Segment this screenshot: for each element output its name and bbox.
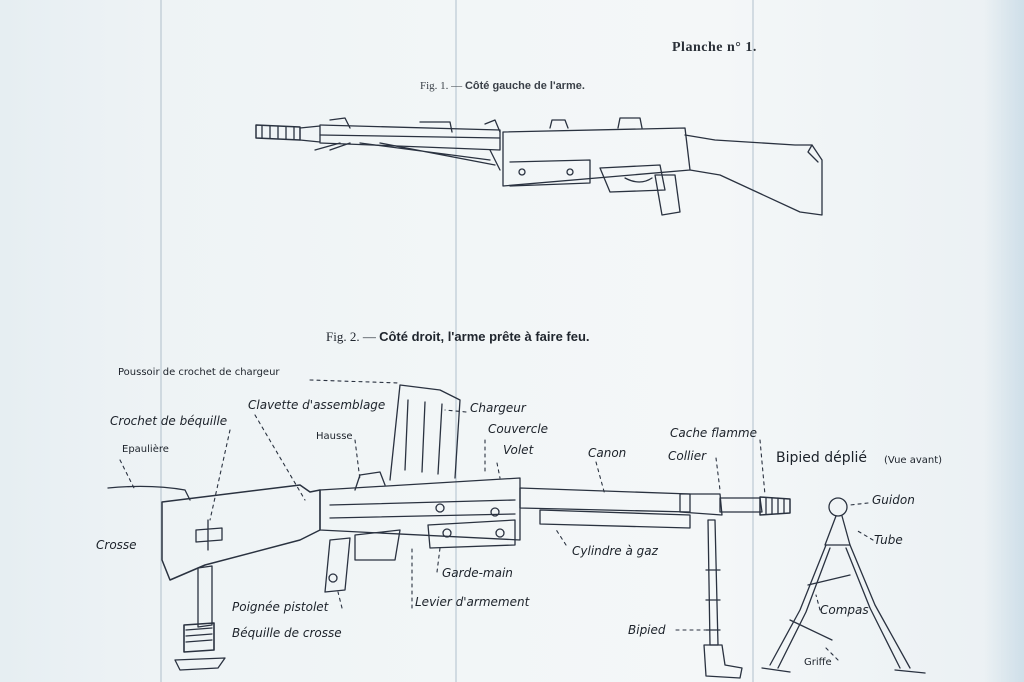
label-couvercle: Couvercle xyxy=(488,422,549,436)
label-cylindre: Cylindre à gaz xyxy=(572,544,658,558)
label-poignee: Poignée pistolet xyxy=(232,600,329,614)
label-canon: Canon xyxy=(588,446,627,460)
bipod-front-view-drawing xyxy=(761,497,926,674)
leader-lines xyxy=(119,379,874,661)
label-clavette: Clavette d'assemblage xyxy=(248,398,386,412)
figure-1-caption: Fig. 1. — Côté gauche de l'arme. xyxy=(420,80,585,92)
label-garde-main: Garde-main xyxy=(442,566,513,580)
label-bipied: Bipied xyxy=(628,623,666,637)
label-levier: Levier d'armement xyxy=(415,595,530,609)
label-crosse: Crosse xyxy=(96,538,137,552)
figure-2-number: Fig. 2. — xyxy=(326,329,376,344)
label-crochet: Crochet de béquille xyxy=(110,414,228,428)
label-collier: Collier xyxy=(668,449,707,463)
label-cache-flamme: Cache flamme xyxy=(670,426,757,440)
label-tube: Tube xyxy=(874,533,903,547)
label-compas: Compas xyxy=(820,603,869,617)
label-epauliere: Epaulière xyxy=(122,444,169,455)
label-vue-avant: (Vue avant) xyxy=(884,455,943,466)
figure-1-title: Côté gauche de l'arme. xyxy=(464,80,585,92)
paper-fold xyxy=(455,0,457,682)
label-bipied-deplie: Bipied déplié xyxy=(776,450,867,466)
figure-2-title: Côté droit, l'arme prête à faire feu. xyxy=(379,329,590,344)
figure-1-number: Fig. 1. — xyxy=(420,80,463,92)
plate-title: Planche n° 1. xyxy=(672,40,757,55)
paper-edge-shadow xyxy=(984,0,1024,682)
label-poussoir: Poussoir de crochet de chargeur xyxy=(118,367,280,378)
label-bequille: Béquille de crosse xyxy=(232,626,342,640)
figure-1-weapon-drawing xyxy=(255,117,823,216)
label-griffe: Griffe xyxy=(804,657,832,668)
figure-2-caption: Fig. 2. — Côté droit, l'arme prête à fai… xyxy=(326,329,590,345)
label-chargeur: Chargeur xyxy=(470,401,526,415)
label-guidon: Guidon xyxy=(872,493,915,507)
figure-2-weapon-drawing xyxy=(107,384,791,679)
label-volet: Volet xyxy=(503,443,534,457)
paper-fold xyxy=(160,0,162,682)
paper-fold xyxy=(752,0,754,682)
label-hausse: Hausse xyxy=(316,431,353,442)
